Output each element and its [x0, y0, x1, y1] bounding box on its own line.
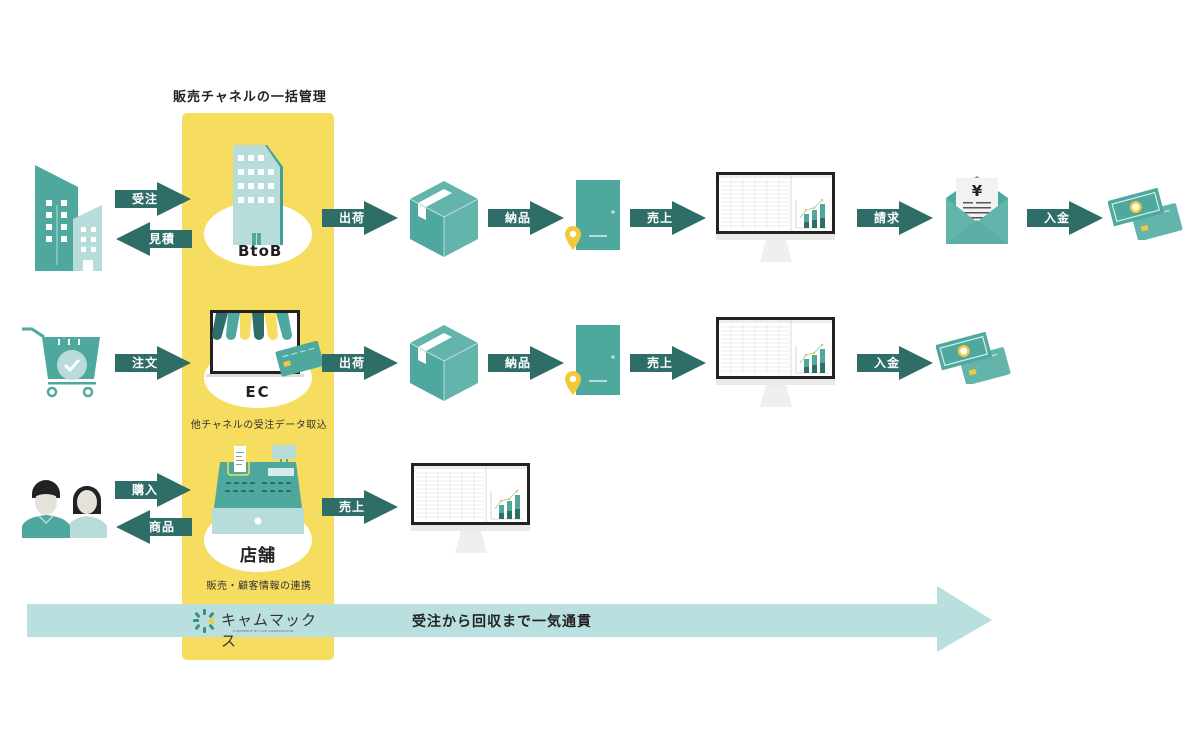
tagline: 受注から回収まで一気通貫 — [412, 614, 592, 630]
store-caption: 販売・顧客情報の連携 — [206, 581, 312, 592]
logo-subtext: COMMERCE BY CAM CORPORATION — [233, 629, 294, 633]
arrow-sales: 売上 — [322, 490, 398, 524]
arrow-billing: 請求 — [857, 201, 933, 235]
arrow-goods: 商品 — [116, 510, 192, 544]
arrow-delivery: 納品 — [488, 346, 564, 380]
btob-label: BtoB — [238, 242, 283, 260]
arrow-delivery: 納品 — [488, 201, 564, 235]
online-store-laptop-icon — [206, 310, 324, 377]
door-location-icon — [565, 180, 620, 250]
cammacs-logo-icon — [193, 609, 215, 633]
monitor-spreadsheet-chart-icon — [716, 172, 835, 262]
shopping-cart-check-icon — [22, 327, 100, 398]
monitor-spreadsheet-chart-icon — [716, 317, 835, 407]
diagram-title: 販売チャネルの一括管理 — [173, 90, 327, 105]
arrow-order: 注文 — [115, 346, 191, 380]
invoice-envelope-yen-icon: ¥ — [946, 176, 1008, 244]
ec-label: EC — [245, 383, 271, 401]
ec-caption: 他チャネルの受注データ取込 — [190, 420, 328, 431]
office-building-icon — [233, 145, 283, 245]
logo-text: キャムマックス — [221, 611, 318, 650]
arrow-order-received: 受注 — [115, 182, 191, 216]
money-card-icon — [936, 332, 1011, 384]
arrow-shipping: 出荷 — [322, 346, 398, 380]
store-label: 店舗 — [240, 546, 276, 566]
arrow-payment: 入金 — [1027, 201, 1103, 235]
arrow-payment: 入金 — [857, 346, 933, 380]
office-buildings-icon — [35, 165, 102, 271]
package-box-icon — [410, 181, 478, 257]
arrow-sales: 売上 — [630, 201, 706, 235]
door-location-icon — [565, 325, 620, 395]
package-box-icon — [410, 325, 478, 401]
arrow-quotation: 見積 — [116, 222, 192, 256]
arrow-shipping: 出荷 — [322, 201, 398, 235]
yen-symbol: ¥ — [972, 182, 983, 200]
arrow-purchase: 購入 — [115, 473, 191, 507]
customers-people-icon — [22, 480, 107, 538]
monitor-spreadsheet-chart-icon — [411, 463, 530, 553]
cammacs-logo: キャムマックス COMMERCE BY CAM CORPORATION — [193, 606, 323, 650]
cash-register-icon — [212, 445, 304, 534]
money-card-icon — [1108, 188, 1183, 240]
arrow-sales: 売上 — [630, 346, 706, 380]
